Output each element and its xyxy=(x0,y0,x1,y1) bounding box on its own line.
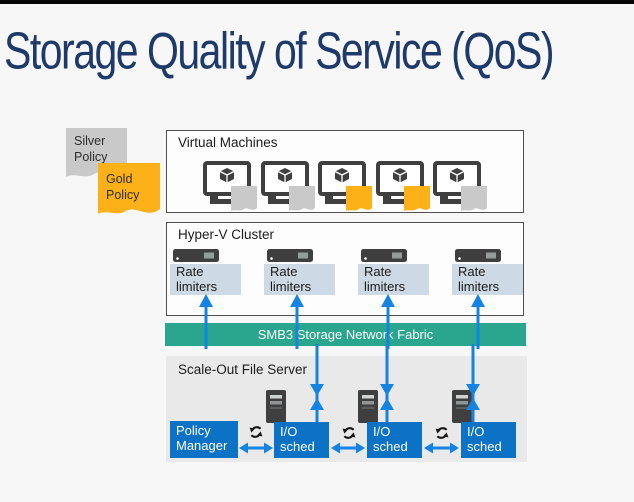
rack-server-icon xyxy=(455,249,501,262)
io-sched-box: I/O sched xyxy=(274,422,329,458)
vm-policy-flag-icon xyxy=(461,186,487,211)
hyperv-cluster-label: Hyper-V Cluster xyxy=(178,227,275,242)
io-sched-label: I/O sched xyxy=(467,424,502,454)
letterbox-bar xyxy=(0,0,634,4)
rate-limiters-label: Rate limiters xyxy=(270,264,312,294)
scale-out-file-server-label: Scale-Out File Server xyxy=(178,362,308,377)
rack-server-icon xyxy=(173,249,219,262)
vm-policy-flag-icon xyxy=(231,186,257,211)
io-sched-label: I/O sched xyxy=(280,424,315,454)
rate-limiters-box: Rate limiters xyxy=(452,264,523,295)
vm-policy-flag-icon xyxy=(404,186,430,211)
monitor-stand xyxy=(383,194,406,204)
virtual-machines-label: Virtual Machines xyxy=(178,135,278,150)
vm-icon xyxy=(433,161,487,211)
gold-policy-flag-icon xyxy=(98,163,160,214)
monitor-stand xyxy=(440,194,463,204)
rate-limiters-label: Rate limiters xyxy=(458,264,500,294)
policy-manager-label: Policy Manager xyxy=(176,423,228,453)
cube-icon xyxy=(219,170,235,183)
vm-icon xyxy=(376,161,430,211)
rate-limiters-box: Rate limiters xyxy=(358,264,429,295)
rate-limiters-label: Rate limiters xyxy=(364,264,406,294)
slide-title: Storage Quality of Service (QoS) xyxy=(4,22,555,80)
cube-icon xyxy=(449,170,465,183)
monitor-stand xyxy=(210,194,233,204)
vm-icon xyxy=(203,161,257,211)
cube-icon xyxy=(334,170,350,183)
rate-limiters-label: Rate limiters xyxy=(176,264,218,294)
rack-server-icon xyxy=(361,249,407,262)
monitor-stand xyxy=(325,194,348,204)
tower-server-icon xyxy=(452,390,472,423)
tower-server-icon xyxy=(266,390,286,423)
silver-policy-label: Silver Policy xyxy=(74,134,108,164)
monitor-stand xyxy=(268,194,291,204)
vm-icon xyxy=(261,161,315,211)
smb3-fabric-label: SMB3 Storage Network Fabric xyxy=(257,327,434,342)
vm-policy-flag-icon xyxy=(346,186,372,211)
vm-policy-flag-icon xyxy=(289,186,315,211)
cube-icon xyxy=(392,170,408,183)
rack-server-icon xyxy=(267,249,313,262)
gold-policy-label: Gold Policy xyxy=(106,172,140,202)
tower-server-icon xyxy=(358,390,378,423)
smb3-fabric-bar: SMB3 Storage Network Fabric xyxy=(165,323,526,346)
io-sched-box: I/O sched xyxy=(461,422,516,458)
io-sched-box: I/O sched xyxy=(367,422,422,458)
gold-policy-note: Gold Policy xyxy=(98,163,160,221)
rate-limiters-box: Rate limiters xyxy=(170,264,241,295)
cube-icon xyxy=(277,170,293,183)
rate-limiters-box: Rate limiters xyxy=(264,264,335,295)
policy-manager-box: Policy Manager xyxy=(170,421,238,458)
vm-icon xyxy=(318,161,372,211)
io-sched-label: I/O sched xyxy=(373,424,408,454)
